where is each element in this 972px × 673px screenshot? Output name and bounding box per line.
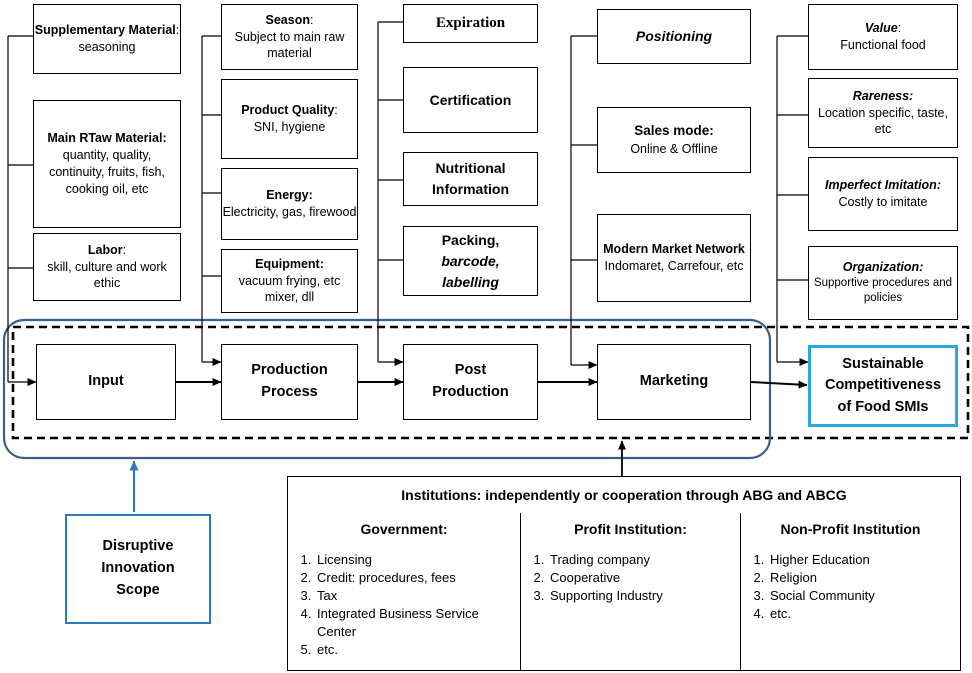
profit-column: Profit Institution: Trading company Coop…	[520, 513, 741, 671]
packing-line3: labelling	[442, 273, 499, 290]
organization-box: Organization: Supportive procedures and …	[808, 246, 958, 320]
positioning-label: Positioning	[635, 28, 713, 45]
supplementary-desc: seasoning	[78, 40, 136, 54]
institutions-header-box: Institutions: independently or cooperati…	[287, 476, 961, 514]
imitation-title: Imperfect Imitation:	[825, 178, 941, 193]
list-item: Religion	[768, 569, 960, 587]
labor-desc: skill, culture and work ethic	[47, 259, 167, 291]
value-title: Value	[864, 21, 898, 36]
nutritional-box: Nutritional Information	[403, 152, 538, 206]
innovation-scope-outline	[2, 318, 772, 460]
production-process-label: Production Process	[251, 362, 328, 400]
main-raw-material-box: Main RTaw Material: quantity, quality, c…	[33, 100, 181, 228]
government-list: Licensing Credit: procedures, fees Tax I…	[288, 551, 520, 659]
main-raw-title: Main RTaw Material	[47, 131, 163, 146]
list-item: Cooperative	[548, 569, 740, 587]
list-item: etc.	[315, 641, 520, 659]
sales-mode-desc: Online & Offline	[630, 141, 718, 156]
organization-title: Organization:	[842, 260, 924, 275]
season-box: Season: Subject to main raw material	[221, 4, 358, 70]
quality-title: Product Quality	[241, 103, 335, 118]
list-item: Social Community	[768, 587, 960, 605]
certification-box: Certification	[403, 67, 538, 133]
labor-box: Labor: skill, culture and work ethic	[33, 233, 181, 301]
energy-box: Energy: Electricity, gas, firewood	[221, 168, 358, 240]
season-title: Season	[265, 12, 310, 27]
marketing-process-box: Marketing	[597, 344, 751, 420]
nonprofit-title: Non-Profit Institution	[780, 521, 921, 537]
marketing-connector	[570, 35, 598, 369]
nonprofit-column: Non-Profit Institution Higher Education …	[740, 513, 961, 671]
disruptive-innovation-box: Disruptive Innovation Scope	[65, 514, 211, 624]
competitiveness-connector	[776, 35, 809, 366]
disruptive-label: Disruptive Innovation Scope	[101, 538, 175, 598]
network-desc: Indomaret, Carrefour, etc	[604, 259, 744, 273]
marketing-label: Marketing	[639, 373, 709, 390]
post-production-box: Post Production	[403, 344, 538, 420]
packing-line2: barcode,	[441, 252, 500, 269]
government-column: Government: Licensing Credit: procedures…	[287, 513, 521, 671]
list-item: Higher Education	[768, 551, 960, 569]
rareness-desc: Location specific, taste, etc	[818, 105, 948, 137]
list-item: Tax	[315, 587, 520, 605]
list-item: Trading company	[548, 551, 740, 569]
equipment-box: Equipment: vacuum frying, etc mixer, dll	[221, 249, 358, 313]
post-production-label: Post Production	[432, 362, 509, 400]
supplementary-material-box: Supplementary Material: seasoning	[33, 4, 181, 74]
main-flow-arrows	[176, 378, 808, 389]
input-connector	[7, 35, 37, 386]
post-production-connector	[377, 21, 404, 366]
profit-title: Profit Institution:	[574, 521, 687, 537]
imitation-box: Imperfect Imitation: Costly to imitate	[808, 157, 958, 231]
nonprofit-list: Higher Education Religion Social Communi…	[741, 551, 960, 623]
labor-title: Labor	[87, 242, 123, 257]
imitation-desc: Costly to imitate	[838, 195, 928, 209]
market-network-box: Modern Market Network Indomaret, Carrefo…	[597, 214, 751, 302]
quality-desc: SNI, hygiene	[253, 120, 326, 134]
equipment-desc: vacuum frying, etc mixer, dll	[238, 273, 341, 305]
network-title: Modern Market Network	[603, 242, 745, 257]
sales-mode-title: Sales mode:	[634, 123, 714, 139]
organization-desc: Supportive procedures and policies	[813, 276, 953, 305]
list-item: Integrated Business Service Center	[315, 605, 520, 641]
rareness-box: Rareness: Location specific, taste, etc	[808, 78, 958, 148]
season-desc: Subject to main raw material	[234, 29, 345, 61]
profit-list: Trading company Cooperative Supporting I…	[521, 551, 740, 605]
certification-label: Certification	[429, 91, 512, 108]
production-process-box: Production Process	[221, 344, 358, 420]
packing-line1: Packing,	[441, 231, 500, 248]
production-connector	[201, 35, 222, 366]
institutions-header: Institutions: independently or cooperati…	[401, 486, 847, 503]
input-process-box: Input	[36, 344, 176, 420]
energy-desc: Electricity, gas, firewood	[222, 205, 357, 219]
list-item: Supporting Industry	[548, 587, 740, 605]
positioning-box: Positioning	[597, 9, 751, 64]
list-item: etc.	[768, 605, 960, 623]
value-box: Value: Functional food	[808, 4, 958, 70]
equipment-title: Equipment:	[255, 256, 324, 271]
expiration-box: Expiration	[403, 4, 538, 43]
outcome-label: Sustainable Competitiveness of Food SMIs	[824, 356, 942, 415]
product-quality-box: Product Quality: SNI, hygiene	[221, 79, 358, 159]
list-item: Licensing	[315, 551, 520, 569]
energy-title: Energy:	[266, 188, 313, 203]
value-desc: Functional food	[840, 38, 926, 52]
government-title: Government:	[360, 521, 448, 537]
list-item: Credit: procedures, fees	[315, 569, 520, 587]
nutritional-label: Nutritional Information	[432, 160, 509, 197]
rareness-title: Rareness:	[852, 88, 914, 103]
input-label: Input	[88, 373, 124, 390]
expiration-label: Expiration	[435, 15, 506, 32]
main-raw-desc: quantity, quality, continuity, fruits, f…	[49, 148, 165, 196]
sales-mode-box: Sales mode: Online & Offline	[597, 107, 751, 173]
sustainable-competitiveness-box: Sustainable Competitiveness of Food SMIs	[808, 345, 958, 427]
packing-box: Packing, barcode, labelling	[403, 226, 538, 296]
supplementary-title: Supplementary Material	[34, 23, 176, 38]
